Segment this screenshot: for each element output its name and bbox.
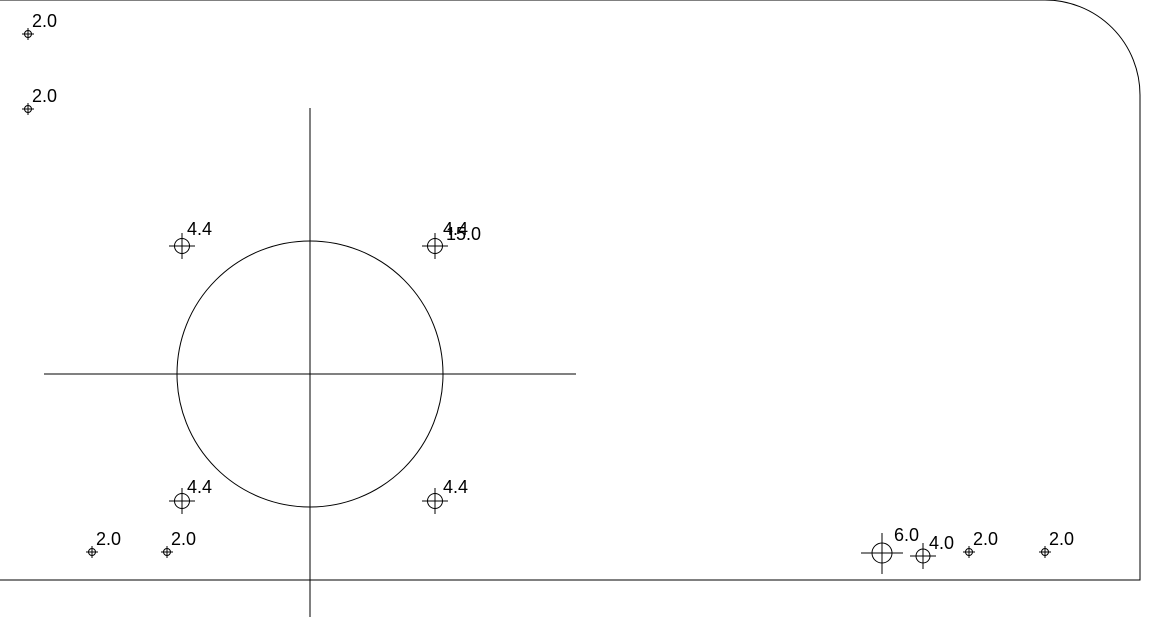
hole-marker (422, 488, 448, 514)
hole-marker (861, 533, 903, 574)
hole-marker (86, 546, 98, 558)
hole-marker (22, 28, 34, 40)
hole-marker (910, 543, 936, 569)
hole-label: 6.0 (894, 525, 919, 545)
hole-label: 4.4 (187, 477, 212, 497)
hole-label: 2.0 (32, 11, 57, 31)
hole-label: 2.0 (973, 529, 998, 549)
hole-label: 2.0 (171, 529, 196, 549)
hole-label: 2.0 (96, 529, 121, 549)
hole-marker (161, 546, 173, 558)
hole-label: 4.4 (443, 219, 468, 239)
hole-label: 15.0 (446, 224, 481, 244)
hole-label: 2.0 (32, 86, 57, 106)
hole-marker (169, 233, 195, 259)
hole-marker (169, 488, 195, 514)
hole-marker (22, 103, 34, 115)
hole-label: 4.4 (187, 219, 212, 239)
hole-marker (422, 233, 448, 259)
hole-marker (1039, 546, 1051, 558)
hole-marker (963, 546, 975, 558)
plate-outline (0, 0, 1141, 581)
hole-label: 2.0 (1049, 529, 1074, 549)
hole-label: 4.0 (929, 533, 954, 553)
hole-label: 4.4 (443, 477, 468, 497)
